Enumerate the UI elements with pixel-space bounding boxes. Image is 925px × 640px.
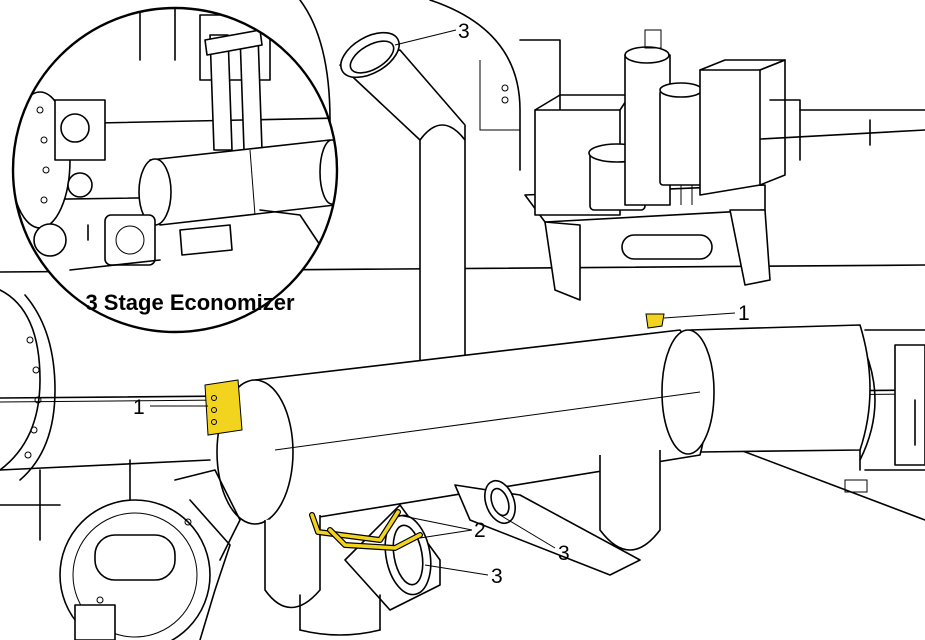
yellow-bracket-top (645, 313, 665, 329)
vertical-suction-pipe (339, 31, 466, 381)
compressor-motor (59, 469, 241, 640)
callout-1-top: 1 (738, 302, 750, 325)
economizer-vessel (216, 324, 871, 609)
callout-leaders (150, 29, 736, 576)
inset-title: 3 Stage Economizer (85, 290, 295, 315)
highlight-pipes (309, 509, 423, 551)
callout-3-top: 3 (458, 20, 470, 43)
economizer-inset: 3 Stage Economizer (11, 6, 339, 334)
control-panel (524, 29, 786, 301)
callout-3-bottom: 3 (491, 565, 503, 588)
callout-2: 2 (474, 519, 486, 542)
lower-piping (299, 479, 641, 636)
callout-1-left: 1 (133, 396, 145, 419)
callout-3-mid: 3 (558, 542, 570, 565)
inset-border (11, 6, 339, 334)
yellow-bracket-left (204, 379, 243, 436)
